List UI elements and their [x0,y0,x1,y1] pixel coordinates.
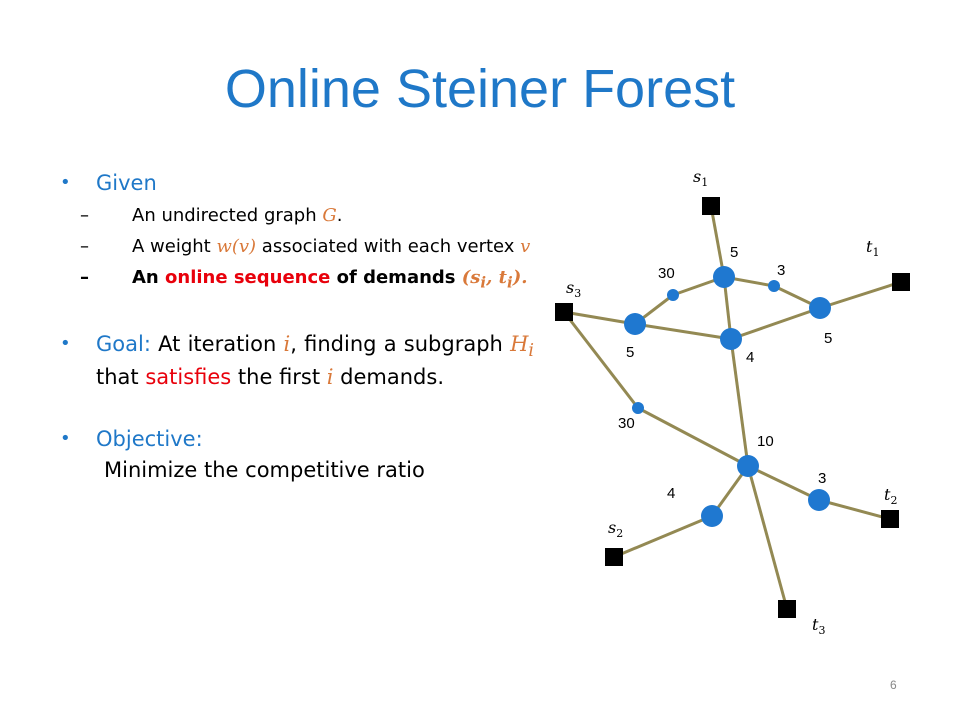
online-sequence-highlight: online sequence [165,267,331,288]
steiner-node-D [720,328,742,350]
var-v: v [520,236,531,257]
steiner-node-B [809,297,831,319]
steiner-node-I [808,489,830,511]
dash-icon: – [80,267,89,288]
edge-G-H [637,406,749,468]
edge-C-D [634,322,732,341]
goal-text-2: , finding a subgraph [290,331,511,356]
bullet-dot-icon: • [60,332,71,354]
terminal-label-s2: s2 [608,518,623,540]
steiner-node-F [768,280,780,292]
edge-D-H [729,338,750,467]
goal-text-5: demands. [333,364,445,389]
var-H-sub: i [528,340,534,361]
var-i: i [283,331,291,356]
page-number: 6 [890,678,897,692]
weight-label: 30 [658,265,675,282]
steiner-node-G [632,402,644,414]
edge-I-t2 [818,498,891,521]
pair-open: (s [461,267,481,288]
goal-text-4: the first [231,364,327,389]
steiner-node-E [667,289,679,301]
weight-label: 30 [618,415,635,432]
terminal-label-t3: t3 [812,615,825,637]
var-weight: w(v) [216,236,257,257]
goal-text-1: At iteration [150,331,284,356]
steiner-node-H [737,455,759,477]
slide-body: • Given – An undirected graph G. – A wei… [60,170,534,482]
var-i-2: i [326,364,334,389]
pair-sub-1: i [480,273,487,292]
given-item-3: – An online sequence of demands (si, ti)… [80,266,534,295]
given-item-3-text: An [132,267,166,288]
steiner-node-J [701,505,723,527]
graph-labels: s1 t1 s3 s2 t2 t3 5 3 30 5 5 4 30 10 3 4 [566,167,897,637]
given-item-1-end: . [336,205,343,226]
terminal-s2 [605,548,623,566]
terminal-t2 [881,510,899,528]
terminal-s1 [702,197,720,215]
graph-nodes [555,197,910,618]
bullet-objective: • Objective: [60,426,534,452]
weight-label: 5 [730,244,738,261]
steiner-node-A [713,266,735,288]
terminal-t1 [892,273,910,291]
given-item-3-mid: of demands [330,267,462,288]
dash-icon: – [80,205,89,226]
weight-label: 4 [667,485,675,502]
objective-text: Minimize the competitive ratio [104,457,425,482]
edge-C-s3 [563,310,636,326]
satisfies-highlight: satisfies [145,364,232,389]
var-H: Hi [510,331,534,361]
given-item-2: – A weight w(v) associated with each ver… [80,235,534,258]
var-G: G [322,205,337,226]
terminal-label-s1: s1 [693,167,708,189]
edge-B-t1 [819,280,902,310]
goal-text-3: that [96,364,146,389]
demand-pair: (si, ti). [461,267,528,292]
given-item-1: – An undirected graph G. [80,204,534,227]
terminal-label-t1: t1 [866,237,879,259]
var-H-base: H [510,331,529,356]
terminal-t3 [778,600,796,618]
bullet-goal: • Goal: At iteration i, finding a subgra… [60,331,534,390]
pair-mid: , t [486,267,507,288]
given-item-2-text: A weight [132,236,217,257]
edge-H-I [747,464,820,502]
terminal-label-t2: t2 [884,485,897,507]
weight-label: 5 [626,344,634,361]
weight-label: 10 [757,433,774,450]
steiner-node-C [624,313,646,335]
edge-D-B [730,306,821,341]
edge-H-t3 [746,465,789,610]
weight-label: 5 [824,330,832,347]
slide-title: Online Steiner Forest [224,59,736,119]
bullet-given: • Given [60,170,534,196]
bullet-dot-icon: • [60,172,71,193]
bullet-dot-icon: • [60,427,71,449]
terminal-label-s3: s3 [566,278,581,300]
weight-label: 3 [818,470,826,487]
weight-label: 3 [777,262,785,279]
edge-s3-G [562,311,640,409]
given-item-1-text: An undirected graph [132,205,323,226]
weight-label: 4 [746,349,754,366]
dash-icon: – [80,236,89,257]
terminal-s3 [555,303,573,321]
objective-heading: Objective: [96,426,203,451]
given-heading: Given [96,171,157,195]
pair-sub-2: i [506,273,513,292]
edge-s1-A [709,205,726,278]
pair-close: ). [512,267,528,288]
goal-label: Goal: [96,331,151,356]
edge-J-s2 [613,514,713,559]
given-item-2-mid: associated with each vertex [256,236,521,257]
